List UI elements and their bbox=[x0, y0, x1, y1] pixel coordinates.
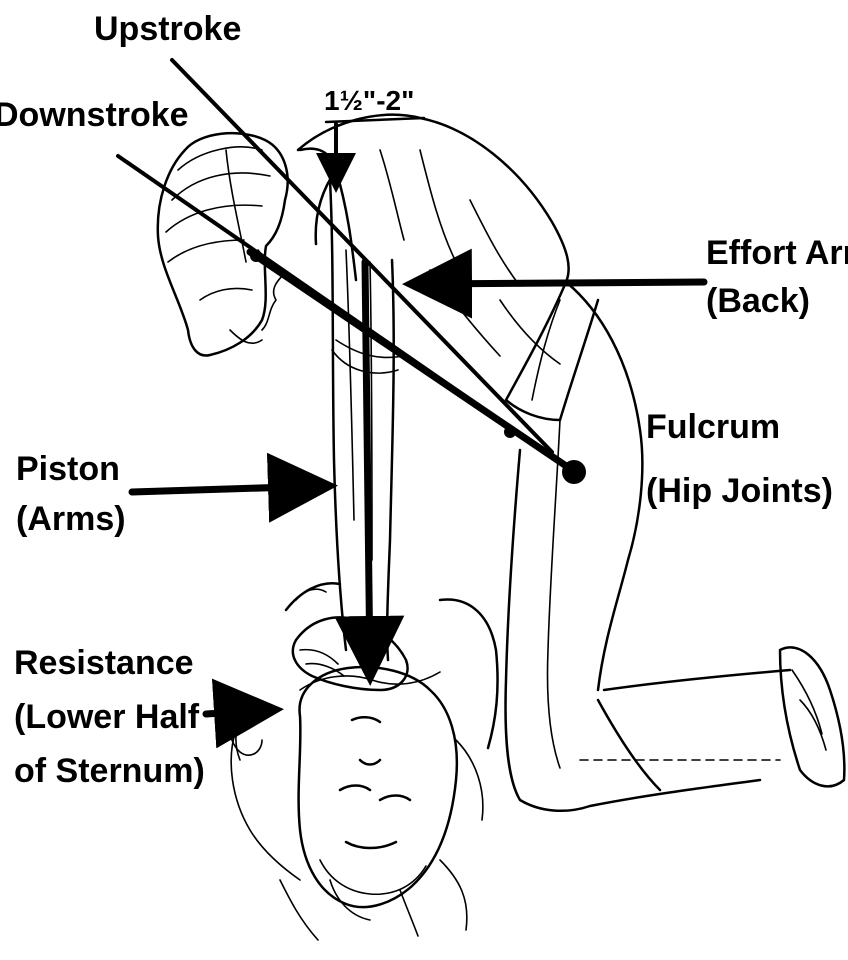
victim-shoulders bbox=[286, 583, 498, 748]
rescuer-hands bbox=[293, 617, 408, 690]
rescuer-waist bbox=[506, 282, 598, 420]
rescuer-shoe-laces bbox=[792, 670, 826, 750]
fulcrum-dot bbox=[562, 460, 586, 484]
force-lines bbox=[118, 60, 704, 714]
label-piston: Piston bbox=[16, 450, 120, 488]
rescuer-thigh-inner bbox=[548, 420, 561, 768]
label-fulcrum: Fulcrum bbox=[646, 408, 780, 446]
label-resistance: Resistance bbox=[14, 644, 194, 682]
compression-arrow bbox=[365, 262, 370, 672]
rescuer-arm-far bbox=[330, 180, 346, 650]
label-downstroke: Downstroke bbox=[0, 96, 189, 134]
label-depth: 1½"-2" bbox=[324, 85, 414, 116]
rescuer-shirt-folds bbox=[380, 150, 560, 400]
victim-figure bbox=[230, 583, 498, 940]
depth-top-line bbox=[326, 118, 424, 122]
rescuer-figure bbox=[158, 115, 845, 811]
label-resistance-sub2: of Sternum) bbox=[14, 752, 205, 790]
rescuer-head bbox=[158, 133, 288, 355]
rescuer-torso-front bbox=[300, 149, 356, 280]
label-resistance-sub1: (Lower Half bbox=[14, 698, 200, 736]
hand-dot bbox=[250, 250, 262, 262]
victim-face-features bbox=[340, 717, 410, 848]
elbow-dot bbox=[504, 426, 516, 438]
victim-head bbox=[299, 667, 457, 907]
labels: Upstroke Downstroke 1½"-2" Effort Arm (B… bbox=[0, 10, 848, 790]
effort-arm-arrow bbox=[416, 282, 704, 284]
resistance-arrow bbox=[206, 710, 270, 714]
piston-arrow bbox=[132, 486, 324, 492]
label-effort-arm: Effort Arm bbox=[706, 234, 848, 272]
label-effort-arm-sub: (Back) bbox=[706, 282, 810, 320]
rescuer-lower-leg bbox=[598, 670, 790, 790]
victim-hair bbox=[231, 700, 483, 940]
label-fulcrum-sub: (Hip Joints) bbox=[646, 472, 833, 510]
label-piston-sub: (Arms) bbox=[16, 500, 126, 538]
label-upstroke: Upstroke bbox=[94, 10, 241, 48]
rescuer-arm-near bbox=[387, 260, 394, 660]
